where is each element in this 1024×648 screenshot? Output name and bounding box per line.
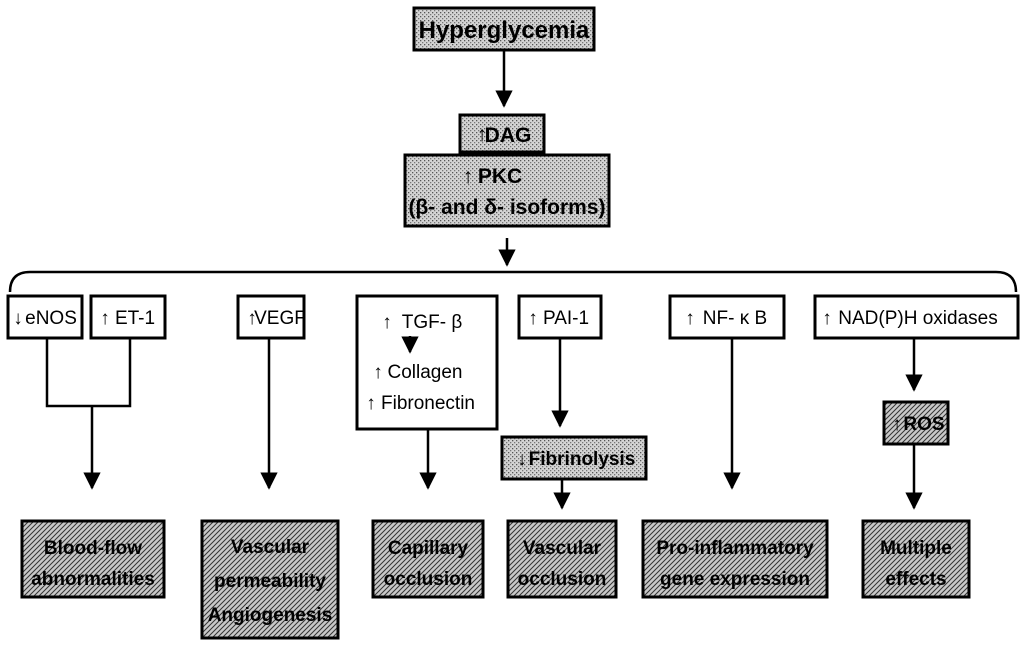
hyperglycemia-node: Hyperglycemia: [412, 6, 596, 52]
proinflam-line2: gene expression: [660, 569, 810, 590]
up-arrow-icon: ↑: [822, 308, 832, 329]
multiple-line1: Multiple: [880, 538, 952, 559]
distribution-bracket: [8, 270, 1018, 293]
multiple-effects-outcome: Multiple effects: [861, 519, 971, 599]
pkc-label: PKC: [478, 165, 522, 188]
up-arrow-icon: ↑: [100, 308, 110, 329]
nfkb-node: ↑ NF- κ B: [668, 294, 786, 340]
dag-label: DAG: [485, 124, 532, 147]
nadph-node: ↑ NAD(P)H oxidases: [813, 294, 1020, 340]
enos-et1-join-line: [45, 338, 132, 408]
et1-label: ET-1: [115, 308, 155, 329]
vascular-occ-line2: occlusion: [518, 569, 607, 590]
capillary-line1: Capillary: [388, 538, 469, 559]
up-arrow-icon: ↑: [382, 312, 392, 333]
nfkb-label: NF- κ B: [703, 308, 767, 329]
up-arrow-icon: ↑: [892, 414, 902, 435]
fibrinolysis-node: ↓ Fibrinolysis: [500, 435, 648, 481]
up-arrow-icon: ↑: [477, 123, 488, 146]
dag-node: ↑ DAG: [458, 113, 546, 154]
capillary-occlusion-outcome: Capillary occlusion: [371, 519, 485, 599]
up-arrow-icon: ↑: [366, 393, 376, 414]
proinflam-line1: Pro-inflammatory: [656, 538, 814, 559]
pro-inflammatory-outcome: Pro-inflammatory gene expression: [641, 519, 829, 599]
vascular-permeability-outcome: Vascular permeability Angiogenesis: [200, 519, 340, 640]
et1-node: ↑ ET-1: [89, 294, 167, 340]
vascular-perm-line3: Angiogenesis: [208, 605, 333, 626]
vascular-perm-line2: permeability: [214, 571, 326, 592]
up-arrow-icon: ↑: [247, 308, 257, 329]
vascular-perm-line1: Vascular: [231, 537, 310, 558]
up-arrow-icon: ↑: [528, 308, 538, 329]
nadph-label: NAD(P)H oxidases: [838, 308, 997, 329]
down-arrow-icon: ↓: [13, 308, 23, 329]
ros-label: ROS: [903, 414, 944, 435]
ros-node: ↑ ROS: [882, 400, 950, 446]
fibronectin-label: Fibronectin: [381, 393, 475, 414]
collagen-label: Collagen: [388, 362, 463, 383]
pai1-label: PAI-1: [543, 308, 589, 329]
vegf-node: ↑ VEGF: [236, 294, 306, 340]
enos-node: ↓ eNOS: [6, 294, 84, 340]
tgfb-label: TGF- β: [402, 312, 463, 333]
pkc-node: ↑ PKC (β- and δ- isoforms): [403, 153, 611, 228]
enos-label: eNOS: [25, 308, 77, 329]
down-arrow-icon: ↓: [517, 449, 527, 470]
fibrinolysis-label: Fibrinolysis: [529, 449, 636, 470]
pai1-node: ↑ PAI-1: [517, 294, 603, 340]
blood-flow-line1: Blood-flow: [44, 538, 142, 559]
blood-flow-outcome: Blood-flow abnormalities: [20, 519, 166, 599]
tgf-collagen-node: ↑ TGF- β ↑ Collagen ↑ Fibronectin: [355, 294, 499, 431]
up-arrow-icon: ↑: [373, 362, 383, 383]
pkc-isoforms-label: (β- and δ- isoforms): [408, 196, 605, 219]
blood-flow-line2: abnormalities: [31, 569, 155, 590]
vascular-occlusion-outcome: Vascular occlusion: [506, 519, 618, 599]
vascular-occ-line1: Vascular: [523, 538, 602, 559]
multiple-line2: effects: [885, 569, 946, 590]
up-arrow-icon: ↑: [685, 308, 695, 329]
up-arrow-icon: ↑: [463, 165, 474, 188]
vegf-label: VEGF: [254, 308, 306, 329]
capillary-line2: occlusion: [384, 569, 473, 590]
hyperglycemia-label: Hyperglycemia: [419, 17, 590, 44]
